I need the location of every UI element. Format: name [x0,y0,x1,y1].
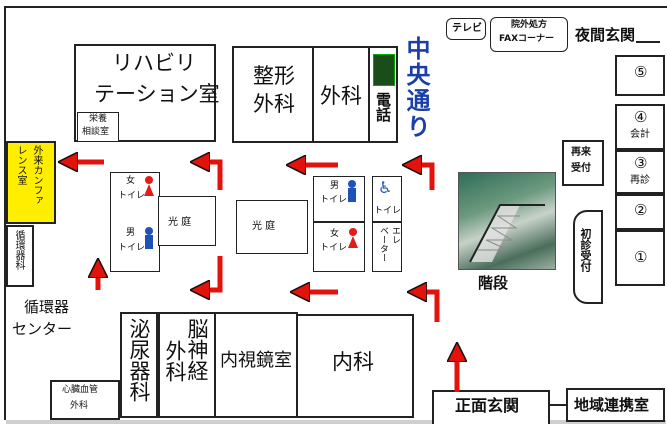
room-2 [615,194,665,230]
cardio-surgery-line1: 心臓血管 [62,385,99,395]
conference-label-line1: 外来カンファ [31,145,42,205]
toilet-women-right-label2: トイレ [320,243,348,253]
orthopedics-label-line2: 外科 [253,92,295,116]
fax-corner-line2: FAXコーナー [499,34,555,44]
room-3-number: ③ [634,154,648,172]
wall-shadow-bottom [6,420,666,424]
toilet-men-right-label2: トイレ [320,195,348,205]
courtyard-right [236,200,308,254]
revisit-reception-line1: 再来 [571,147,591,158]
room-internal-medicine [296,314,414,418]
room-2-number: ② [634,201,648,219]
nutrition-label-line1: 栄養 [89,114,108,124]
room-1-number: ① [634,248,648,266]
room-5-number: ⑤ [634,63,648,81]
main-entrance [432,390,550,424]
telephone-label: 電話 [374,92,392,122]
courtyard-left [158,196,216,246]
accessible-toilet-label: トイレ [374,206,402,216]
orthopedics-label-line1: 整形 [253,64,295,88]
toilet-men-left-label1: 男 [126,228,136,238]
man-icon-right [348,180,357,204]
neurosurgery-label-2: 外科 [163,340,187,382]
rehab-label-line2: テーション室 [94,82,220,106]
regional-liaison-label: 地域連携室 [574,396,650,414]
outer-wall-left [4,6,6,420]
entrance-side-wall [550,404,566,406]
toilet-women-left-label1: 女 [126,176,136,186]
telephone-icon [373,54,395,86]
arrow-elbow-corridor-top [412,165,435,190]
revisit-reception [562,140,604,186]
tv-box [446,18,486,40]
neurosurgery-label-1: 脳神経 [185,318,209,381]
arrow-elbow-bottom-center [200,256,223,290]
room-4-label: 会計 [630,129,650,140]
toilet-women-left-label2: トイレ [118,191,146,201]
central-corridor-label: 中央通り [402,36,430,140]
night-entrance-label: 夜間玄関 [575,26,636,44]
room-outpatient-conference [6,141,56,224]
room-4 [615,104,665,150]
main-entrance-label: 正面玄関 [455,396,520,415]
room-urology [120,312,158,418]
toilet-men-left-label2: トイレ [118,243,146,253]
accessible-toilet [372,176,402,222]
tv-label: テレビ [452,23,482,34]
elevator-label-1: エレ [390,226,400,244]
first-visit-reception [573,210,603,304]
circulatory-center-line2: センター [12,320,73,338]
courtyard-right-label: 光 庭 [252,221,276,232]
urology-label: 泌尿器科 [127,318,151,402]
room-1 [615,230,665,286]
room-nutrition-consult [77,112,119,142]
outer-wall-top [6,6,667,8]
man-icon-left [145,227,154,251]
night-entrance-door [636,41,660,43]
woman-icon-left [144,176,154,198]
courtyard-left-label: 光 庭 [168,217,192,228]
room-4-number: ④ [634,108,648,126]
fax-corner-line1: 院外処方 [511,20,548,30]
endoscopy-label: 内視鏡室 [220,350,292,371]
toilet-men-right [313,176,365,222]
toilet-women-right-label1: 女 [330,229,340,239]
woman-icon-right [348,228,358,250]
room-circulatory-dept [6,225,34,287]
first-visit-label: 初診受付 [579,228,592,272]
surgery-label: 外科 [320,84,362,108]
stairs-label: 階段 [478,274,509,292]
room-orthopedics [232,46,314,143]
cardio-surgery-line2: 外科 [70,401,89,411]
revisit-reception-line2: 受付 [571,163,591,174]
regional-liaison [566,388,665,422]
elevator [372,222,402,272]
room-cardiovascular-surgery [50,380,120,420]
conference-label-line2: レンス室 [15,145,26,185]
circulatory-center-line1: 循環器 [24,298,70,316]
elevator-label-2: ベーター [378,226,388,262]
fax-corner-box [490,17,568,52]
room-3-label: 再診 [630,175,650,186]
toilet-men-right-label1: 男 [330,181,340,191]
arrow-elbow-top-left [200,162,223,190]
rehab-label-line1: リハビリ [112,51,196,75]
room-5 [615,55,665,96]
room-3 [615,150,665,194]
arrow-elbow-bottom-right [417,292,440,322]
circulatory-dept-label: 循環器科 [13,230,24,270]
nutrition-label-line2: 相談室 [82,127,110,137]
wheelchair-icon: ♿ [378,178,393,197]
internal-medicine-label: 内科 [332,350,374,374]
